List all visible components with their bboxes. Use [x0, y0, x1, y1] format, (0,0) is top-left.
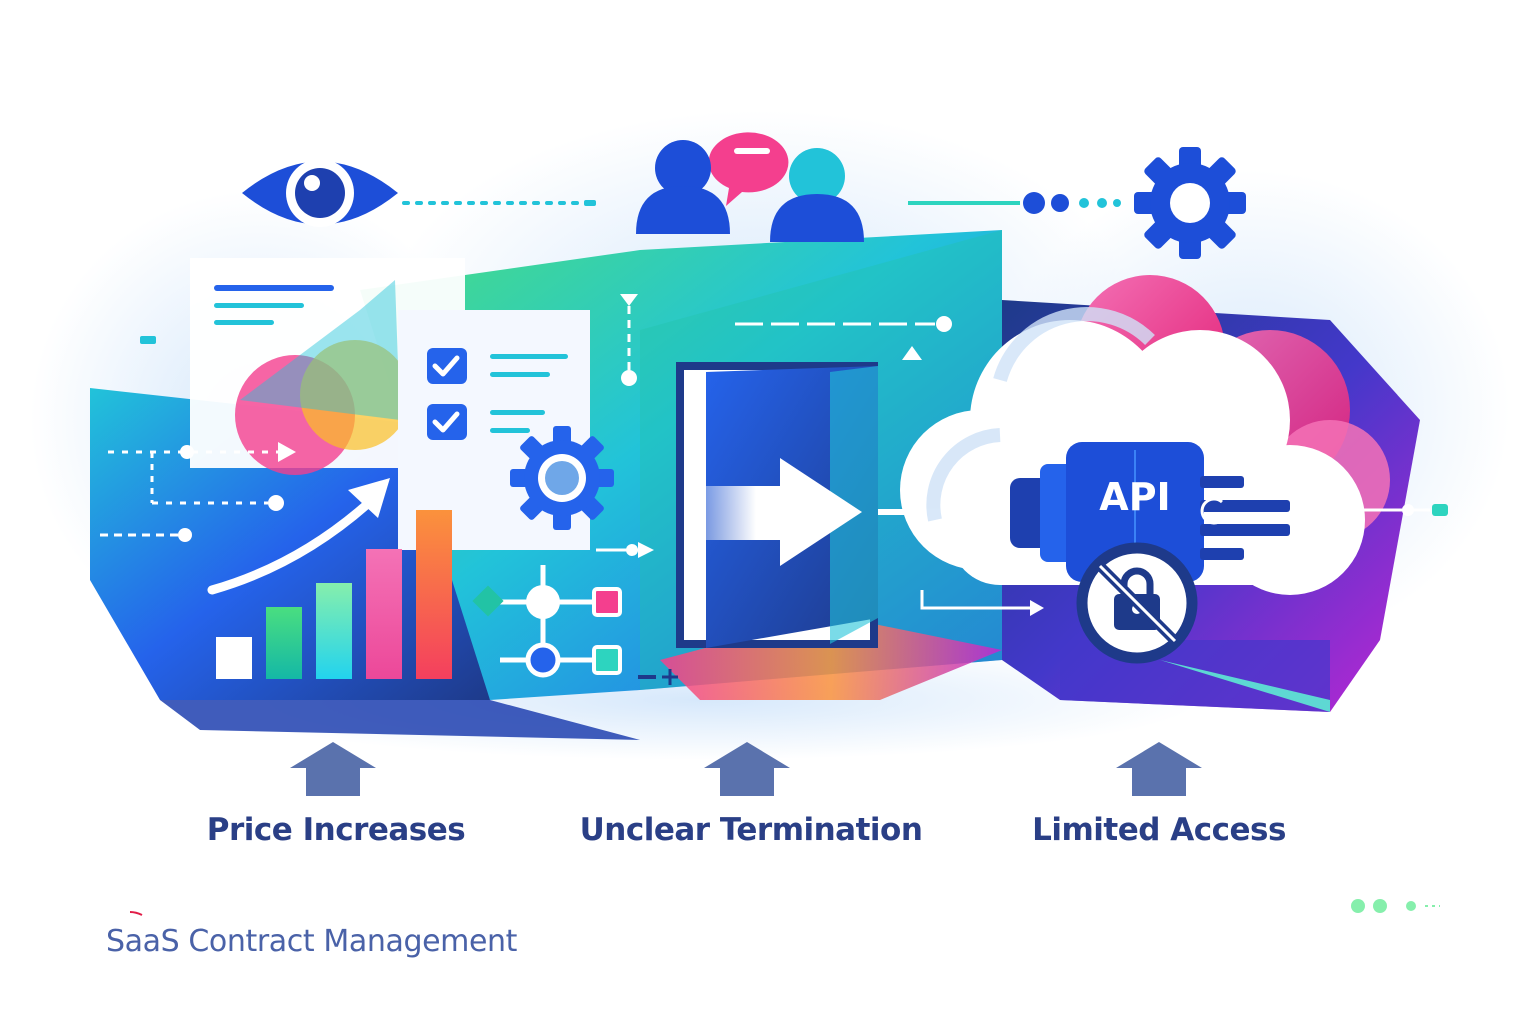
left-connectors — [100, 442, 296, 542]
decor-mark — [140, 336, 156, 344]
network-icon — [472, 542, 678, 685]
people-chat-icon — [636, 132, 864, 242]
up-arrow-price — [290, 742, 376, 796]
up-arrow-access — [1116, 742, 1202, 796]
door-floor — [660, 615, 1002, 700]
lock-blocked-icon — [1076, 542, 1198, 664]
footer-title: SaaS Contract Management — [106, 924, 518, 959]
label-price-increases: Price Increases — [206, 812, 466, 848]
eye-icon — [242, 159, 596, 227]
top-connector — [620, 294, 952, 386]
up-arrow-termination — [704, 742, 790, 796]
footer-divider — [129, 899, 1440, 916]
bar-chart-icon — [207, 478, 452, 679]
cloud-api-icon — [900, 307, 1448, 595]
label-limited-access: Limited Access — [1032, 812, 1286, 848]
process-gear-icon — [510, 426, 614, 530]
label-unclear-termination: Unclear Termination — [579, 812, 923, 848]
door-exit-icon — [676, 362, 878, 648]
redirect-arrow — [920, 590, 1044, 616]
api-badge: API — [1099, 475, 1170, 519]
gear-icon — [908, 147, 1246, 259]
